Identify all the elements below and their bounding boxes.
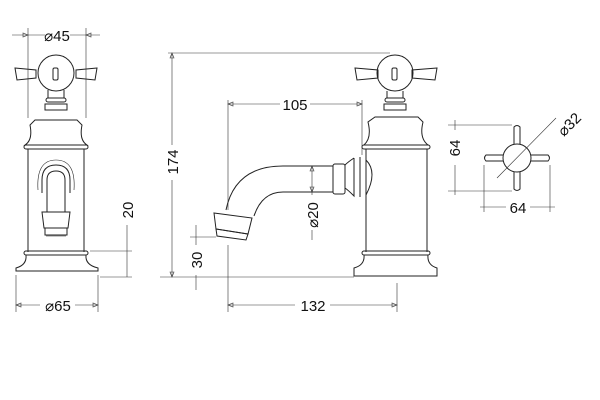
label-spout-reach: 105 (282, 97, 307, 114)
front-view: ⌀45 ⌀65 20 (12, 28, 137, 315)
label-base-diameter: ⌀65 (45, 298, 71, 315)
dim-total-height: 174 (160, 52, 390, 278)
cross-handle-side (354, 54, 438, 111)
dim-spout-diameter: ⌀20 (305, 165, 322, 240)
dim-handle-diameter: ⌀32 (496, 110, 585, 179)
label-outlet-height: 30 (189, 252, 206, 269)
side-view: 174 105 ⌀20 30 132 (160, 52, 438, 315)
dim-base-diameter: ⌀65 (15, 275, 99, 315)
spout-front (37, 159, 75, 237)
spout-side (213, 157, 373, 241)
cross-handle (14, 54, 98, 111)
label-spout-diameter: ⌀20 (305, 202, 322, 228)
dim-spout-reach: 105 (227, 97, 363, 210)
label-handle-height: 64 (447, 140, 464, 157)
label-total-depth: 132 (300, 298, 325, 315)
label-top-diameter: ⌀45 (44, 28, 70, 45)
dim-spout-height: 20 (90, 202, 137, 278)
bell-collar (23, 119, 89, 146)
body (27, 149, 85, 252)
dim-top-diameter: ⌀45 (12, 28, 100, 118)
label-spout-height: 20 (120, 202, 137, 219)
label-handle-diameter: ⌀32 (555, 110, 585, 140)
dim-handle-height: 64 (447, 120, 512, 195)
label-total-height: 174 (165, 149, 182, 174)
dim-handle-width: 64 (480, 165, 555, 217)
dim-outlet-height: 30 (189, 225, 216, 290)
base (15, 254, 99, 272)
handle-top-view: 64 64 ⌀32 (447, 110, 585, 217)
dim-total-depth: 132 (227, 245, 398, 315)
label-handle-width: 64 (510, 200, 527, 217)
